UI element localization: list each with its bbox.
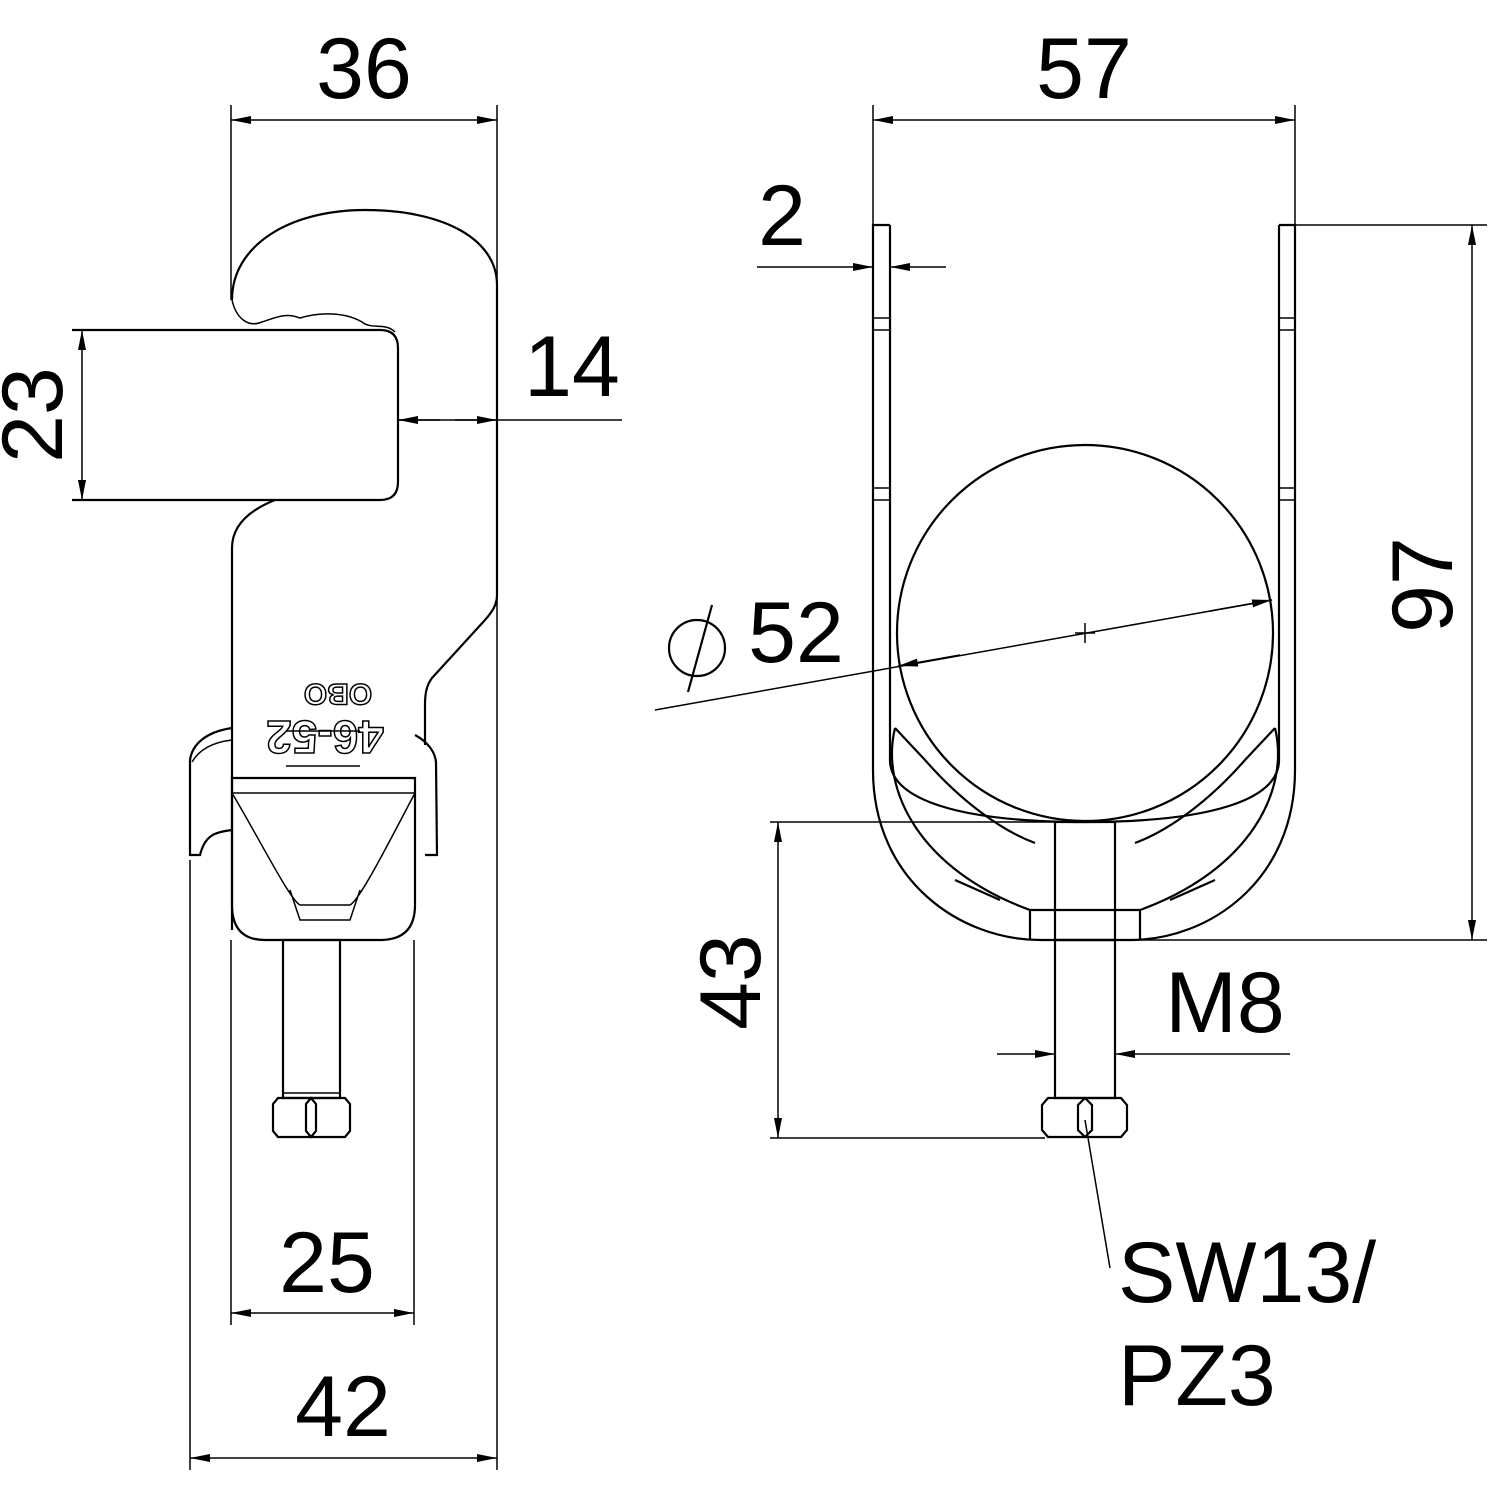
dim-width: 57 xyxy=(1036,21,1132,117)
dim-overall-width: 42 xyxy=(295,1359,391,1455)
saddle-front xyxy=(890,727,1280,940)
callout-wrench-size: SW13/ xyxy=(1118,1225,1376,1321)
side-view: 46-52 OBO 36 23 14 25 xyxy=(0,21,622,1470)
dim-offset: 14 xyxy=(524,319,620,415)
dim-height: 97 xyxy=(1375,537,1471,633)
nut-front xyxy=(1040,1096,1129,1139)
dim-thickness: 2 xyxy=(758,168,806,264)
marking: 46-52 OBO xyxy=(265,676,384,764)
dim-saddle-width: 25 xyxy=(279,1215,375,1311)
diameter-symbol-text: ⌀ xyxy=(697,639,698,641)
left-wing xyxy=(188,726,233,857)
clip-u-outer xyxy=(871,223,1297,942)
clip-u-inner xyxy=(888,225,1281,824)
cable-outline xyxy=(72,328,400,502)
dim-cable-height: 23 xyxy=(0,367,81,463)
dim-bolt-height: 43 xyxy=(683,934,779,1030)
dim-top-width: 36 xyxy=(316,21,412,117)
right-wing xyxy=(414,734,439,857)
dim-thread: M8 xyxy=(1165,955,1284,1051)
brand-logo: OBO xyxy=(304,677,372,710)
diameter-symbol-icon xyxy=(667,604,727,693)
dim-diameter: 52 xyxy=(748,585,844,681)
nut xyxy=(271,1096,352,1139)
saddle xyxy=(230,776,417,942)
size-marking: 46-52 xyxy=(266,711,384,763)
bolt-front xyxy=(1053,938,1117,1100)
hook-teeth xyxy=(231,299,396,333)
bolt xyxy=(281,938,342,1100)
callout-drive: PZ3 xyxy=(1118,1328,1276,1424)
clip-body-outline xyxy=(230,208,499,930)
front-view: 57 2 ⌀ 52 97 43 M8 SW13/ PZ3 xyxy=(654,21,1487,1424)
